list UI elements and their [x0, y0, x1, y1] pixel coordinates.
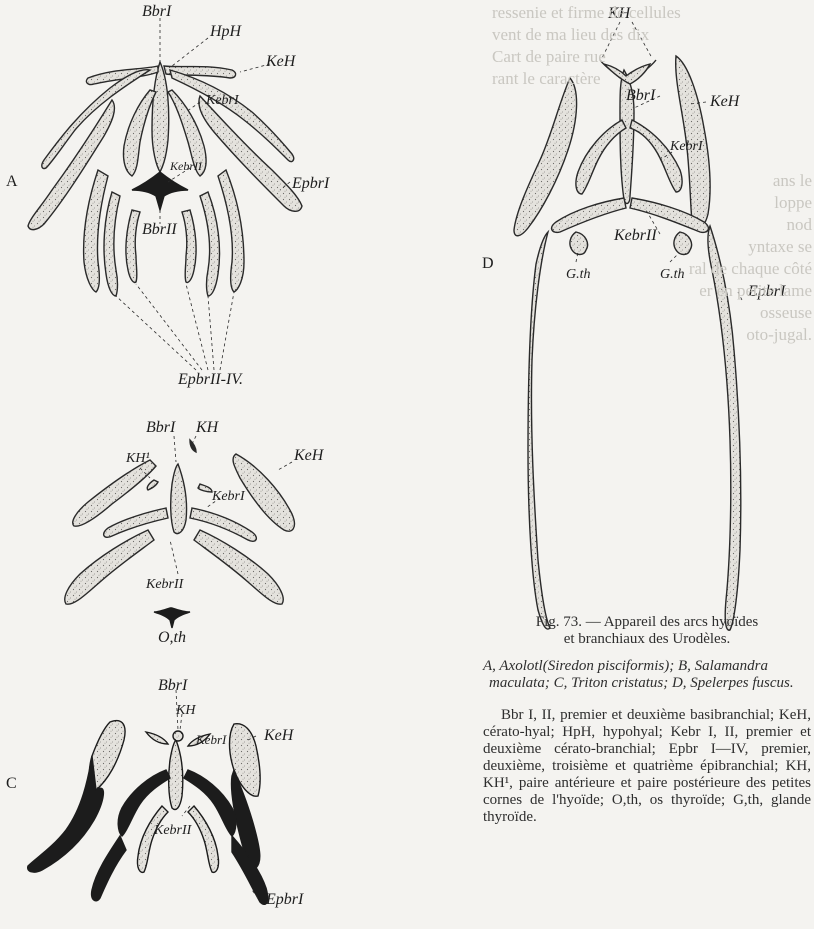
c-epibranchial-left: [92, 836, 126, 901]
b-basibranchial: [171, 464, 187, 534]
d-label-kebr1: KebrI: [669, 139, 704, 154]
c-ceratobranchial2-left: [137, 806, 168, 872]
bleed-top-0: ressenie et firme de cellules: [492, 2, 812, 24]
b-thyroid-bone: [154, 608, 190, 628]
c-label-kebr2: KebrII: [153, 823, 193, 838]
a-basibranchial-1: [152, 62, 169, 172]
c-node-center: [173, 731, 183, 741]
b-ceratobranchial1-left: [104, 508, 168, 537]
b-label-kebr1: KebrI: [211, 489, 246, 504]
bleed-top-2: Cart de paire rue: [492, 46, 812, 68]
c-basibranchial: [169, 740, 183, 810]
bleed-right: ans le loppe nod yntaxe se ral de chaque…: [656, 170, 812, 346]
b-label-kh1: KH¹: [125, 451, 150, 466]
caption-species-d: D, Spelerpes fuscus.: [672, 675, 794, 691]
c-ceratobranchial1-right: [184, 770, 236, 836]
a-label-bbr2: BbrII: [142, 221, 177, 238]
c-ceratohyal-left-bone: [28, 756, 104, 872]
caption-title-line2: et branchiaux des Urodèles.: [564, 631, 731, 647]
bleed-top-3: rant le caractère: [492, 68, 812, 90]
panel-c: [28, 721, 268, 905]
caption-legend: Bbr I, II, premier et deuxième basibranc…: [483, 707, 811, 826]
panel-a-letter: A: [6, 173, 18, 190]
d-epibranchial-left: [528, 232, 550, 629]
a-ceratobranchial1-left: [123, 90, 156, 176]
b-epibranchial-left: [65, 530, 154, 604]
panel-d-letter: D: [482, 255, 494, 272]
a-epibranchial2-right: [218, 170, 244, 292]
b-label-oth: O,th: [158, 629, 186, 646]
c-label-kebr1: KebrI: [195, 732, 227, 747]
caption-title: Fig. 73. — Appareil des arcs hyoïdes et …: [483, 614, 811, 648]
a-label-bbr1: BbrI: [142, 3, 172, 20]
bleed-right-3: yntaxe se: [656, 236, 812, 258]
b-petite-corne-right: [198, 484, 212, 492]
c-small-horn-left: [146, 732, 168, 744]
a-basibranchial-2: [132, 172, 188, 210]
a-label-epbr1: EpbrI: [291, 175, 330, 192]
a-label-epbr2-4: EpbrII-IV.: [177, 371, 243, 388]
bleed-top-1: vent de ma lieu des dix: [492, 24, 812, 46]
b-petite-corne-left: [147, 480, 158, 490]
caption-title-line1: Fig. 73. — Appareil des arcs hyoïdes: [536, 614, 758, 630]
a-epibranchial3-right: [200, 192, 220, 296]
c-label-epbr1: EpbrI: [265, 891, 304, 908]
a-label-hph: HpH: [209, 23, 243, 40]
b-label-bbr1: BbrI: [146, 419, 176, 436]
caption-species: A, Axolotl(Siredon pisciformis); B, Sala…: [483, 658, 811, 692]
d-label-keh: KeH: [709, 93, 741, 110]
bleed-top: ressenie et firme de cellules vent de ma…: [492, 2, 812, 90]
a-epibranchial4-right: [182, 210, 196, 283]
bleed-right-5: er en petite lame osseuse: [656, 280, 812, 324]
c-label-bbr1: BbrI: [158, 677, 188, 694]
b-epibranchial-right: [194, 530, 283, 604]
a-epibranchial4-left: [126, 210, 140, 283]
d-thyroid-left: [570, 232, 588, 255]
a-epibranchial-left: [28, 100, 114, 230]
c-label-kh: KH: [175, 703, 196, 718]
panel-a: [28, 62, 302, 296]
c-ceratobranchial2-right: [188, 806, 219, 872]
c-label-keh: KeH: [263, 727, 295, 744]
bleed-right-1: loppe: [656, 192, 812, 214]
a-label-kebr2: KebrII: [169, 159, 203, 173]
bleed-right-2: nod: [656, 214, 812, 236]
bleed-right-0: ans le: [656, 170, 812, 192]
d-ceratohyal-left: [514, 78, 577, 236]
d-ceratobranchial1-left: [576, 120, 626, 194]
caption-species-a: A, Axolotl(Siredon pisciformis);: [483, 658, 674, 674]
figure-caption: Fig. 73. — Appareil des arcs hyoïdes et …: [483, 614, 811, 841]
b-label-kebr2: KebrII: [145, 577, 185, 592]
bleed-right-6: oto-jugal.: [656, 324, 812, 346]
d-label-kebr2: KebrII: [613, 227, 657, 244]
b-label-keh: KeH: [293, 447, 325, 464]
b-label-kh: KH: [195, 419, 220, 436]
a-label-kebr1: KebrI: [205, 93, 240, 108]
bleed-right-4: ral de chaque côté: [656, 258, 812, 280]
d-label-gth-left: G.th: [566, 267, 591, 282]
panel-c-letter: C: [6, 775, 17, 792]
a-epibranchial3-left: [104, 192, 120, 296]
caption-species-c: C, Triton cristatus;: [554, 675, 669, 691]
panel-b: [65, 440, 295, 628]
a-label-keh: KeH: [265, 53, 297, 70]
